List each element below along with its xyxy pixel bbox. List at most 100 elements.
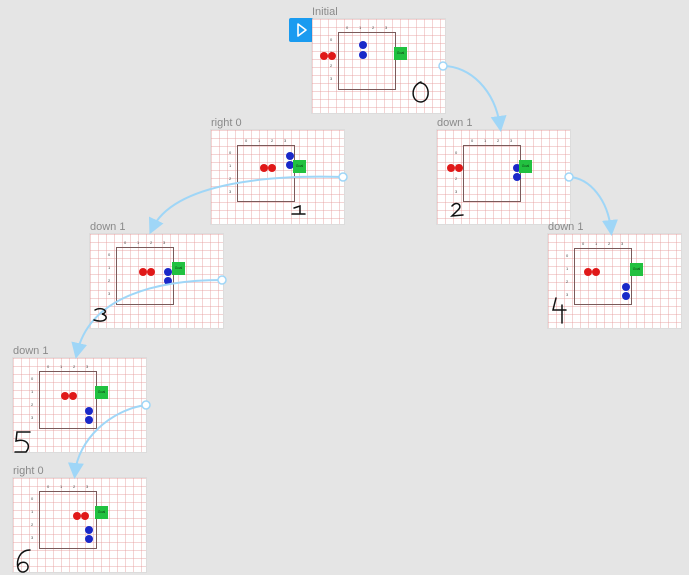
blue-piece[interactable]: [359, 51, 367, 59]
row-tick: 2: [31, 522, 34, 527]
blue-piece[interactable]: [85, 407, 93, 415]
red-piece[interactable]: [320, 52, 328, 60]
row-tick: 0: [31, 376, 34, 381]
frame-label: right 0: [211, 117, 242, 129]
col-tick: 0: [582, 241, 585, 246]
annotation-0: [412, 81, 429, 103]
frame-label: right 0: [13, 465, 44, 477]
red-piece[interactable]: [147, 268, 155, 276]
row-tick: 0: [229, 150, 232, 155]
col-tick: 0: [124, 240, 127, 245]
goal-cell: Goal: [519, 160, 532, 173]
connector-arrow: [67, 404, 147, 479]
col-tick: 1: [60, 484, 63, 489]
game-board[interactable]: [116, 247, 174, 305]
goal-cell: Goal: [95, 386, 108, 399]
red-piece[interactable]: [592, 268, 600, 276]
goal-cell: Goal: [630, 263, 643, 276]
col-tick: 0: [47, 484, 50, 489]
col-tick: 1: [60, 364, 63, 369]
frame-label: down 1: [437, 117, 473, 129]
play-icon: [297, 23, 307, 37]
connector-arrow: [71, 279, 223, 359]
blue-piece[interactable]: [286, 152, 294, 160]
blue-piece[interactable]: [359, 41, 367, 49]
col-tick: 0: [47, 364, 50, 369]
frame-label: Initial: [312, 6, 338, 18]
red-piece[interactable]: [81, 512, 89, 520]
red-piece[interactable]: [268, 164, 276, 172]
red-piece[interactable]: [455, 164, 463, 172]
annotation-1: [291, 204, 306, 215]
blue-piece[interactable]: [622, 283, 630, 291]
row-tick: 2: [566, 279, 569, 284]
col-tick: 2: [73, 484, 76, 489]
col-tick: 3: [385, 25, 388, 30]
col-tick: 0: [245, 138, 248, 143]
annotation-5: [14, 431, 31, 453]
game-board[interactable]: [338, 32, 396, 90]
blue-piece[interactable]: [85, 535, 93, 543]
row-tick: 2: [455, 176, 458, 181]
game-board[interactable]: [574, 248, 632, 305]
blue-piece[interactable]: [513, 164, 521, 172]
col-tick: 1: [137, 240, 140, 245]
row-tick: 2: [330, 63, 333, 68]
blue-piece[interactable]: [85, 526, 93, 534]
connector-arrow: [149, 175, 344, 235]
goal-cell: Goal: [394, 47, 407, 60]
red-piece[interactable]: [584, 268, 592, 276]
game-board[interactable]: [39, 491, 97, 549]
row-tick: 3: [330, 76, 333, 81]
row-tick: 2: [108, 278, 111, 283]
col-tick: 2: [150, 240, 153, 245]
annotation-2: [450, 202, 464, 217]
col-tick: 2: [271, 138, 274, 143]
row-tick: 0: [31, 496, 34, 501]
annotation-4: [552, 297, 567, 324]
red-piece[interactable]: [61, 392, 69, 400]
frame-label: down 1: [548, 221, 584, 233]
play-button[interactable]: [289, 18, 313, 42]
blue-piece[interactable]: [286, 161, 294, 169]
row-tick: 3: [229, 189, 232, 194]
red-piece[interactable]: [73, 512, 81, 520]
row-tick: 3: [108, 291, 111, 296]
col-tick: 3: [510, 138, 513, 143]
game-board[interactable]: [237, 145, 295, 202]
row-tick: 1: [31, 509, 34, 514]
row-tick: 0: [108, 252, 111, 257]
blue-piece[interactable]: [513, 173, 521, 181]
row-tick: 1: [566, 266, 569, 271]
goal-cell: Goal: [95, 506, 108, 519]
blue-piece[interactable]: [164, 268, 172, 276]
blue-piece[interactable]: [622, 292, 630, 300]
red-piece[interactable]: [69, 392, 77, 400]
connector-handle: [564, 172, 574, 182]
row-tick: 1: [108, 265, 111, 270]
red-piece[interactable]: [447, 164, 455, 172]
col-tick: 1: [484, 138, 487, 143]
col-tick: 1: [258, 138, 261, 143]
connector-handle: [338, 172, 348, 182]
game-board[interactable]: [39, 371, 97, 429]
col-tick: 0: [346, 25, 349, 30]
goal-cell: Goal: [172, 262, 185, 275]
game-board[interactable]: [463, 145, 521, 202]
red-piece[interactable]: [139, 268, 147, 276]
col-tick: 2: [73, 364, 76, 369]
row-tick: 3: [31, 415, 34, 420]
connector-arrow: [568, 176, 618, 236]
red-piece[interactable]: [328, 52, 336, 60]
blue-piece[interactable]: [85, 416, 93, 424]
connector-handle: [141, 400, 151, 410]
row-tick: 3: [566, 292, 569, 297]
connector-handle: [217, 275, 227, 285]
red-piece[interactable]: [260, 164, 268, 172]
col-tick: 2: [608, 241, 611, 246]
blue-piece[interactable]: [164, 277, 172, 285]
